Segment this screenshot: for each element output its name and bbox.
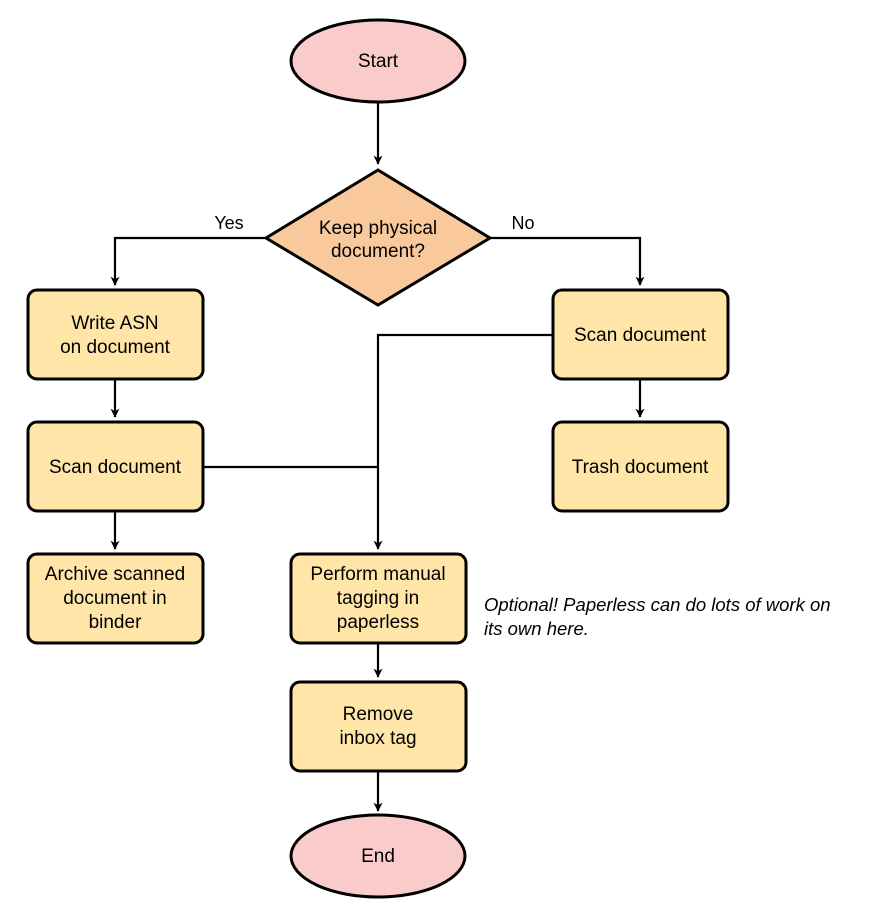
decision-diamond — [263, 168, 493, 307]
start-ellipse — [289, 18, 467, 104]
scan-document-left-box — [26, 420, 205, 513]
node-perform-manual-tagging[interactable]: Perform manual tagging in paperless — [289, 552, 468, 645]
node-remove-inbox-tag[interactable]: Remove inbox tag — [289, 680, 468, 773]
scan-document-right-box — [551, 288, 730, 381]
node-archive-scanned-document[interactable]: Archive scanned document in binder — [26, 552, 205, 645]
edges-layer — [110, 102, 645, 812]
trash-document-label: Trash document — [572, 457, 709, 478]
remove-inbox-tag-label-line1: Remove — [343, 704, 414, 725]
write-asn-label-line2: on document — [60, 337, 171, 358]
archive-label-line3: binder — [89, 612, 142, 633]
edge-scan-right-to-tagging — [373, 333, 553, 550]
archive-label-line2: document in — [63, 588, 167, 609]
edge-label-yes: Yes — [214, 213, 243, 233]
tagging-label-line2: tagging in — [337, 588, 419, 609]
tagging-label-line3: paperless — [337, 612, 419, 633]
annotation-line2: its own here. — [484, 618, 589, 639]
node-scan-document-left[interactable]: Scan document — [26, 420, 205, 513]
node-keep-physical-document-decision[interactable]: Keep physical document? — [263, 168, 493, 307]
edge-decision-yes-to-write-asn — [110, 236, 265, 286]
annotation-line1: Optional! Paperless can do lots of work … — [484, 594, 831, 615]
decision-label-line2: document? — [331, 241, 425, 262]
decision-label-line1: Keep physical — [319, 218, 437, 239]
node-scan-document-right[interactable]: Scan document — [551, 288, 730, 381]
end-ellipse — [289, 813, 467, 899]
remove-inbox-tag-box — [289, 680, 468, 773]
edge-decision-no-to-scan-right — [490, 236, 645, 286]
node-end[interactable]: End — [289, 813, 467, 899]
write-asn-label-line1: Write ASN — [71, 313, 158, 334]
edge-label-no: No — [511, 213, 534, 233]
archive-box — [26, 552, 205, 645]
trash-document-box — [551, 420, 730, 513]
write-asn-box — [26, 288, 205, 381]
start-label: Start — [358, 51, 399, 72]
scan-document-left-label: Scan document — [49, 457, 182, 478]
node-write-asn-on-document[interactable]: Write ASN on document — [26, 288, 205, 381]
node-start[interactable]: Start — [289, 18, 467, 104]
tagging-label-line1: Perform manual — [310, 564, 445, 585]
end-label: End — [361, 846, 395, 867]
scan-document-right-label: Scan document — [574, 325, 707, 346]
annotation-optional-note: Optional! Paperless can do lots of work … — [484, 594, 831, 639]
tagging-box — [289, 552, 468, 645]
node-trash-document[interactable]: Trash document — [551, 420, 730, 513]
remove-inbox-tag-label-line2: inbox tag — [339, 728, 416, 749]
archive-label-line1: Archive scanned — [45, 564, 185, 585]
